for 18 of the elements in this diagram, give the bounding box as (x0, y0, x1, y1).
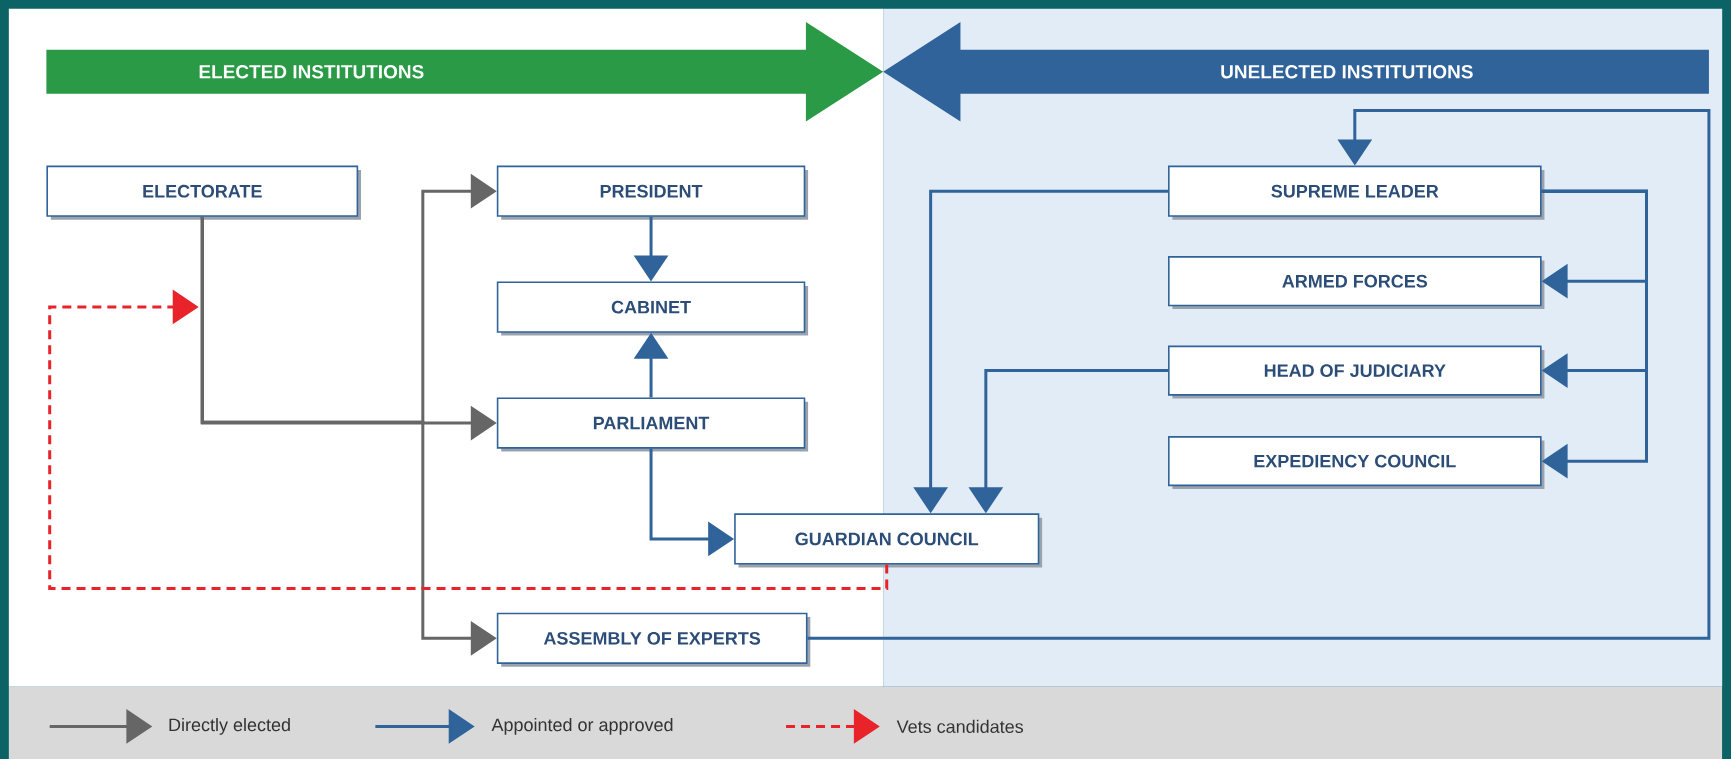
arrow (807, 108, 1711, 640)
section-banner: UNELECTED INSTITUTIONS (883, 22, 1709, 122)
institution-box: GUARDIAN COUNCIL (734, 513, 1043, 568)
institution-box: SUPREME LEADER (1168, 165, 1545, 220)
legend-label: Vets candidates (896, 719, 1024, 733)
institution-box: HEAD OF JUDICIARY (1168, 345, 1545, 399)
arrow (48, 289, 889, 590)
institution-box: ASSEMBLY OF EXPERTS (496, 612, 811, 667)
institution-box: EXPEDIENCY COUNCIL (1168, 436, 1545, 490)
section-banner: ELECTED INSTITUTIONS (46, 22, 884, 122)
institution-box: ELECTORATE (46, 165, 361, 220)
institution-box: PRESIDENT (496, 165, 809, 220)
institution-box: ARMED FORCES (1168, 256, 1545, 310)
legend-label: Appointed or approved (491, 718, 673, 735)
institution-box: CABINET (496, 281, 809, 336)
arrow (1541, 189, 1648, 479)
legend-label: Directly elected (169, 718, 290, 735)
institution-box: PARLIAMENT (496, 397, 809, 452)
